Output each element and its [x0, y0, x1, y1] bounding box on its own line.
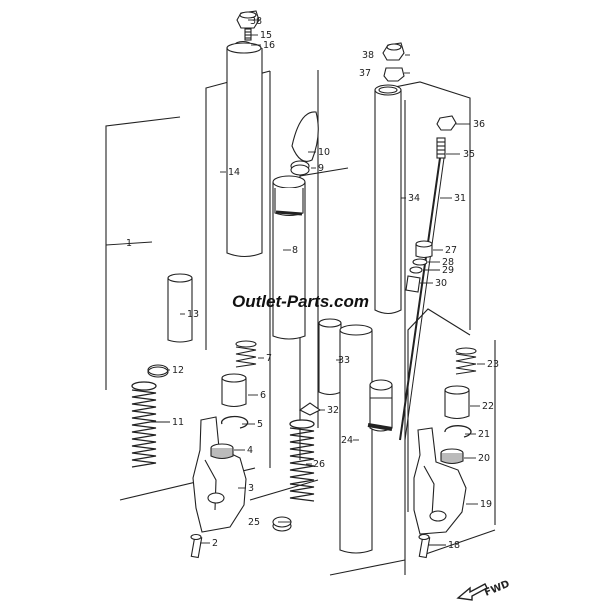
spring-26: [289, 419, 315, 502]
callout-4: 4: [247, 445, 253, 456]
slider-19: [413, 427, 467, 535]
callout-35: 35: [463, 149, 475, 160]
callout-16: 16: [263, 40, 275, 51]
callout-12: 12: [172, 365, 184, 376]
collar-27: [415, 240, 433, 259]
bushing-6: [221, 373, 247, 408]
washer-28: [412, 258, 428, 266]
inner-tube-8: [272, 175, 306, 340]
callout-3: 3: [248, 483, 254, 494]
callout-27: 27: [445, 245, 457, 256]
callout-2: 2: [212, 538, 218, 549]
callout-8: 8: [292, 245, 298, 256]
outer-tube-14: [226, 42, 263, 258]
spring-23: [455, 347, 477, 375]
fwd-label: FWD: [483, 579, 511, 599]
ring-29: [409, 266, 423, 274]
callout-33: 33: [338, 355, 350, 366]
callout-13: 13: [187, 309, 199, 320]
callout-28: 28: [442, 257, 454, 268]
callout-25: 25: [248, 517, 260, 528]
slider-3: [192, 416, 247, 533]
callout-26: 26: [313, 459, 325, 470]
cap-10: [291, 111, 319, 162]
callout-1: 1: [126, 238, 132, 249]
callout-21: 21: [478, 429, 490, 440]
spring-11: [131, 381, 157, 468]
ring-9: [290, 160, 310, 176]
bolt-2: [190, 533, 203, 559]
fwd-arrow-icon: [456, 583, 488, 601]
cap-bolt-38-left: [236, 10, 260, 29]
callout-29: 29: [442, 265, 454, 276]
callout-10: 10: [318, 147, 330, 158]
stem-35: [436, 137, 446, 159]
callout-6: 6: [260, 390, 266, 401]
callout-24: 24: [341, 435, 353, 446]
callout-38-left: 38: [250, 16, 262, 27]
watermark-text: Outlet-Parts.com: [232, 292, 369, 311]
callout-30: 30: [435, 278, 447, 289]
nut-36: [436, 115, 457, 131]
callout-36: 36: [473, 119, 485, 130]
inner-tube-24: [339, 324, 393, 554]
nut-37: [383, 67, 405, 82]
cap-bolt-38-right: [382, 42, 405, 61]
callout-38-right: 38: [362, 50, 374, 61]
callout-19: 19: [480, 499, 492, 510]
callout-15: 15: [260, 30, 272, 41]
seal-4: [210, 443, 234, 460]
seal-20: [440, 448, 464, 465]
leader-lines: [105, 19, 485, 546]
outer-tube-34: [374, 84, 402, 315]
drain-screw-25: [272, 516, 292, 532]
spacer-13: [167, 273, 193, 343]
piston-30: [405, 275, 421, 293]
callout-11: 11: [172, 417, 184, 428]
clip-21: [444, 425, 472, 438]
callout-37: 37: [359, 68, 371, 79]
callout-9: 9: [318, 163, 324, 174]
callout-23: 23: [487, 359, 499, 370]
callout-14: 14: [228, 167, 240, 178]
seat-12: [147, 364, 169, 378]
callout-18: 18: [448, 540, 460, 551]
callout-32: 32: [327, 405, 339, 416]
bolt-18: [418, 533, 431, 559]
seat-32: [298, 402, 322, 416]
callout-20: 20: [478, 453, 490, 464]
callout-34: 34: [408, 193, 420, 204]
callout-31: 31: [454, 193, 466, 204]
assembly-outline-3: [299, 81, 471, 576]
callout-7: 7: [266, 353, 272, 364]
callout-5: 5: [257, 419, 263, 430]
spring-7: [235, 340, 257, 368]
bushing-22: [444, 385, 470, 420]
stem-15: [244, 28, 252, 41]
callout-22: 22: [482, 401, 494, 412]
damper-rod-31: [399, 157, 445, 441]
clip-5: [220, 415, 249, 429]
